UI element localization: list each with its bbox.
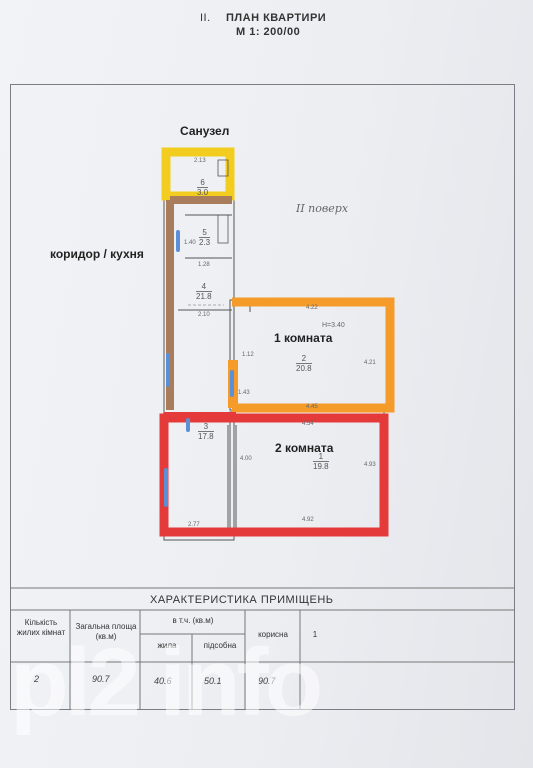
drawing-frame: [10, 84, 515, 710]
col-incl-header: в т.ч. (кв.м): [172, 616, 214, 625]
value-rooms: 2: [34, 674, 40, 684]
dim-400: 4.00: [240, 456, 252, 462]
dim-height: H=3.40: [322, 322, 345, 329]
row-mark: 1: [312, 630, 318, 639]
label-room1: 1 комната: [274, 331, 333, 345]
table-title: ХАРАКТЕРИСТИКА ПРИМІЩЕНЬ: [150, 594, 334, 606]
dim-128: 1.28: [198, 262, 210, 268]
dim-277: 2.77: [188, 522, 200, 528]
dim-454: 4.54: [302, 421, 314, 427]
dim-445: 4.45: [306, 404, 318, 410]
room1-outline: [232, 297, 395, 413]
dim-143: 1.43: [238, 390, 250, 396]
dim-213: 2.13: [194, 158, 206, 164]
dim-210: 2.10: [198, 312, 210, 318]
label-bathroom: Санузел: [180, 124, 230, 138]
col-living-header: жила: [157, 641, 177, 650]
col-rooms-header: Кількість жилих кімнат: [16, 618, 66, 637]
label-room2: 2 комната: [275, 441, 334, 455]
plan-title: ПЛАН КВАРТИРИ: [226, 12, 327, 24]
label-corridor-kitchen: коридор / кухня: [50, 247, 144, 261]
value-living: 40.6: [154, 676, 172, 686]
col-total-header: Загальна площа (кв.м): [75, 622, 137, 641]
value-aux: 50.1: [204, 676, 222, 686]
section-number: II.: [200, 12, 211, 24]
dim-493: 4.93: [364, 462, 376, 468]
dim-112: 1.12: [242, 352, 254, 358]
dim-421: 4.21: [364, 360, 376, 366]
toilet-fixture: [217, 159, 229, 177]
value-total: 90.7: [92, 674, 110, 684]
sink-fixture: [217, 214, 229, 244]
value-useful: 90.7: [258, 676, 276, 686]
watermark: pl2 info: [10, 629, 323, 736]
col-useful-header: корисна: [258, 630, 288, 639]
col-aux-header: підсобна: [203, 641, 237, 650]
floor-note: II поверх: [296, 202, 349, 215]
dim-422: 4.22: [306, 305, 318, 311]
window-markers: [164, 230, 234, 507]
dim-140: 1.40: [184, 240, 196, 246]
plan-scale: М 1: 200/00: [236, 26, 301, 38]
dim-492: 4.92: [302, 517, 314, 523]
